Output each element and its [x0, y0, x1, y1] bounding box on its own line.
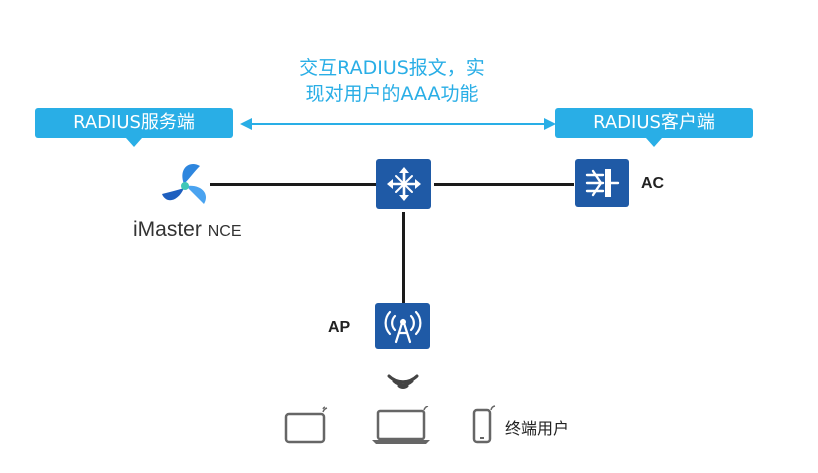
ap-antenna-icon [384, 310, 421, 344]
laptop-icon [372, 406, 430, 444]
link-switch-ac [434, 183, 574, 186]
tablet-icon [284, 406, 328, 444]
ap-label: AP [328, 319, 351, 336]
terminal-users-label: 终端用户 [505, 419, 570, 438]
exchange-description: 交互RADIUS报文，实 现对用户的AAA功能 [242, 55, 542, 107]
ap-device [375, 303, 430, 349]
radius-server-callout: RADIUS服务端 [35, 108, 233, 147]
phone-icon [472, 405, 496, 444]
radius-client-callout: RADIUS客户端 [555, 108, 753, 147]
link-switch-ap [402, 212, 405, 304]
exchange-line-2: 现对用户的AAA功能 [305, 83, 479, 105]
radius-server-label: RADIUS服务端 [73, 112, 195, 133]
imaster-label-main: iMaster [133, 218, 202, 241]
bidirectional-arrow [240, 118, 556, 130]
callout-tail [646, 138, 662, 147]
wifi-signal-icon [387, 374, 419, 389]
callout-tail [126, 138, 142, 147]
radius-client-label: RADIUS客户端 [593, 112, 715, 133]
ac-controller-icon [585, 169, 620, 197]
imaster-nce-label: iMaster NCE [133, 218, 241, 242]
ac-label: AC [641, 175, 665, 192]
imaster-nce-icon [162, 164, 206, 204]
ac-device [575, 159, 629, 207]
imaster-label-suffix: NCE [207, 223, 242, 240]
link-nce-switch [210, 183, 380, 186]
switch-device [376, 159, 431, 209]
switch-icon [386, 167, 421, 201]
exchange-line-1: 交互RADIUS报文，实 [299, 57, 485, 79]
